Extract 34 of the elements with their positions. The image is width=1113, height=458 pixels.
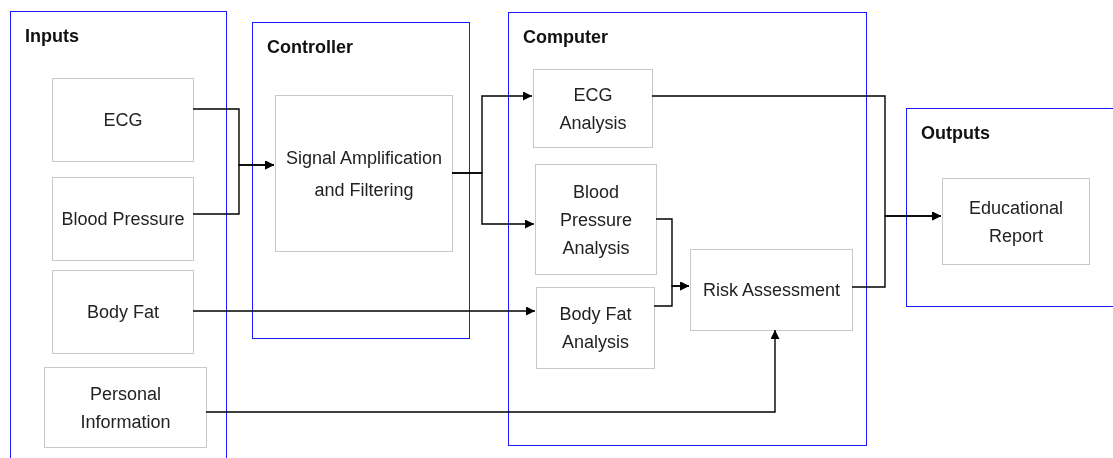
arrow	[653, 281, 690, 307]
box-label: Blood Pressure Analysis	[559, 180, 633, 260]
process-box	[52, 177, 194, 261]
box-label: Blood Pressure	[60, 208, 186, 231]
group-frame	[906, 108, 1113, 307]
process-box	[52, 270, 194, 354]
process-box	[275, 95, 453, 252]
process-box	[44, 367, 207, 448]
process-box	[942, 178, 1090, 265]
group-heading: Outputs	[921, 123, 990, 144]
process-box	[690, 249, 853, 331]
group-heading: Inputs	[25, 26, 79, 47]
arrow	[851, 211, 942, 288]
box-label: Personal Information	[79, 382, 172, 434]
group-frame	[252, 22, 470, 339]
process-box	[52, 78, 194, 162]
box-label: ECG Analysis	[558, 83, 628, 135]
group-heading: Controller	[267, 37, 353, 58]
group-frame	[508, 12, 867, 446]
process-box	[536, 287, 655, 369]
box-label: Body Fat	[85, 301, 160, 324]
arrow	[192, 160, 275, 215]
arrow	[205, 329, 780, 413]
group-heading: Computer	[523, 27, 608, 48]
box-label: ECG	[102, 109, 144, 132]
process-box	[533, 69, 653, 148]
box-label: Signal Amplification and Filtering	[284, 146, 444, 202]
arrow	[451, 172, 535, 229]
process-box	[535, 164, 657, 275]
box-label: Risk Assessment	[701, 279, 841, 302]
box-label: Educational Report	[967, 196, 1065, 248]
arrow	[192, 306, 536, 316]
box-label: Body Fat Analysis	[558, 303, 633, 354]
group-frame	[10, 11, 227, 458]
